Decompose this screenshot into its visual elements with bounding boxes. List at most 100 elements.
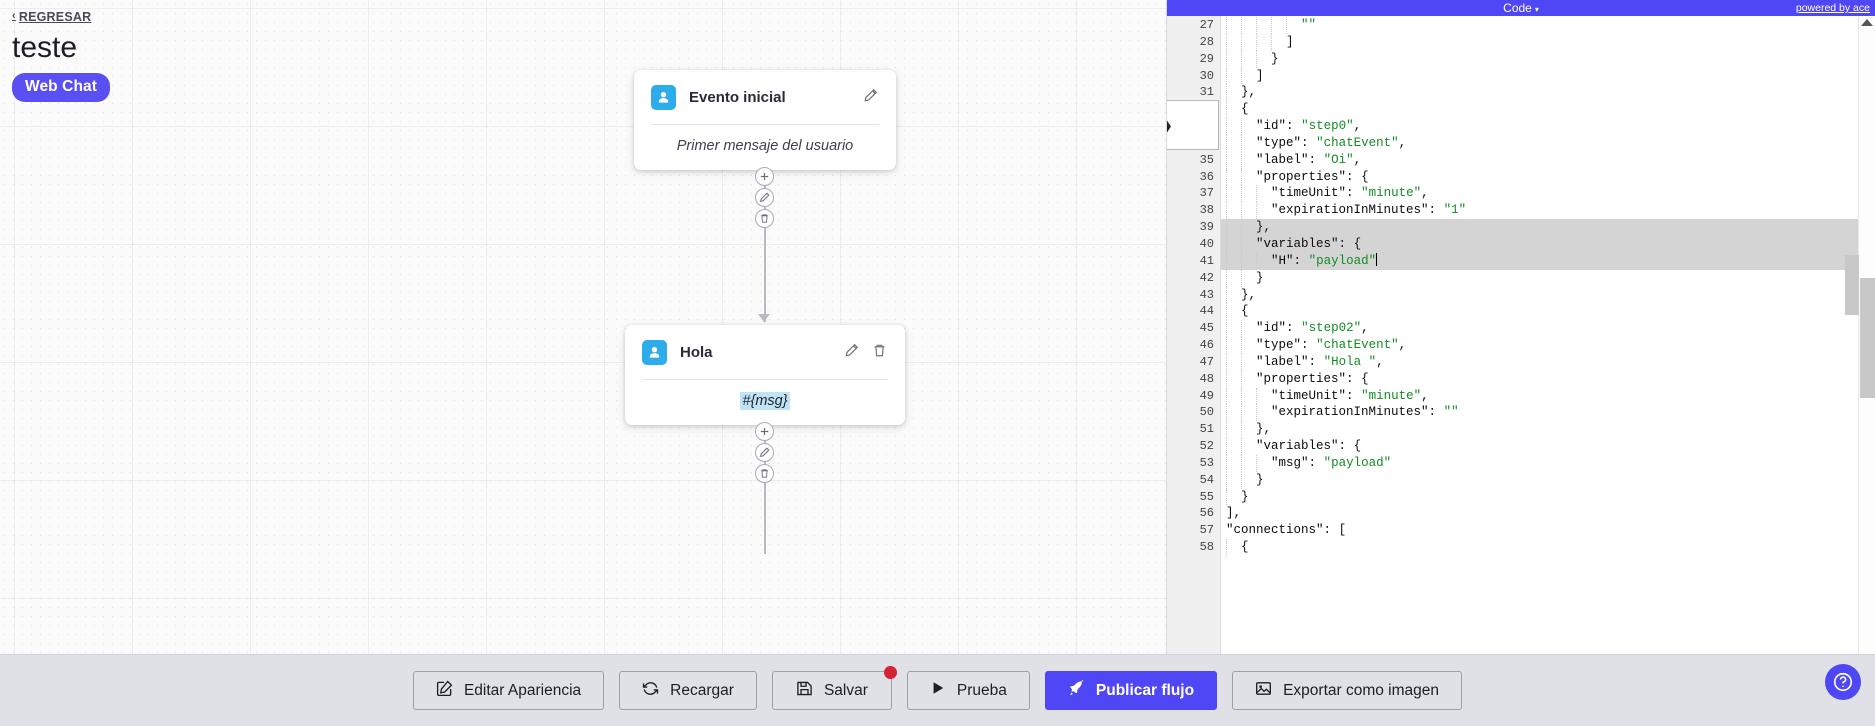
connector-tools-1 — [755, 167, 774, 228]
line-number: 27 — [1199, 18, 1214, 32]
code-line[interactable]: "label": "Oi", — [1221, 151, 1875, 169]
line-number: 44▾ — [1167, 303, 1228, 320]
code-fold-popup[interactable]: ❯ — [1167, 100, 1219, 150]
toolbar-button-editar-apariencia[interactable]: Editar Apariencia — [412, 671, 605, 710]
code-line[interactable]: "H": "payload" — [1221, 252, 1875, 270]
play-icon — [930, 680, 946, 701]
code-line[interactable]: "connections": [ — [1226, 523, 1347, 538]
question-circle-icon — [1833, 672, 1853, 692]
code-line[interactable]: } — [1221, 50, 1875, 68]
code-line[interactable]: { — [1221, 303, 1875, 321]
toolbar-button-salvar[interactable]: Salvar — [771, 666, 897, 710]
code-line[interactable]: ] — [1221, 33, 1875, 51]
help-button[interactable] — [1825, 664, 1861, 700]
code-line[interactable]: } — [1221, 269, 1875, 287]
flow-node-evento-inicial[interactable]: Evento inicial Primer mensaje del usuari… — [634, 70, 896, 170]
code-line[interactable]: "properties": { — [1221, 168, 1875, 186]
line-number: 57▾ — [1167, 522, 1228, 539]
code-line[interactable]: } — [1221, 488, 1875, 506]
scroll-up-arrow-icon[interactable] — [1861, 19, 1873, 26]
code-line[interactable]: "type": "chatEvent", — [1221, 337, 1875, 354]
connector-arrow-1 — [758, 314, 770, 322]
line-number: 48▾ — [1167, 371, 1228, 388]
pencil-icon[interactable] — [755, 443, 774, 462]
code-line[interactable]: "id": "step0", — [1221, 118, 1875, 135]
flow-node-hola[interactable]: Hola #{msg} — [625, 325, 905, 425]
chevron-right-icon: ❯ — [1167, 112, 1174, 138]
line-number: 43 — [1199, 287, 1214, 302]
code-content[interactable]: "" ] } ] }, { "id": "step0", "type": "ch… — [1221, 16, 1875, 654]
line-number: 29 — [1199, 51, 1214, 66]
toolbar-button-publicar-flujo[interactable]: Publicar flujo — [1044, 671, 1218, 710]
node-header-actions — [844, 343, 887, 363]
node-header: Hola — [625, 325, 905, 379]
add-step-icon[interactable] — [755, 167, 774, 186]
code-line[interactable]: "msg": "payload" — [1221, 454, 1875, 472]
scrollbar-track-marker — [1845, 255, 1859, 315]
code-editor-panel: Code▾ powered by ace 272829303132▾333435… — [1166, 0, 1875, 654]
user-icon — [651, 85, 676, 110]
line-number: 37 — [1199, 186, 1214, 201]
line-number: 49 — [1199, 388, 1214, 403]
scrollbar-thumb[interactable] — [1860, 278, 1875, 398]
node-divider — [651, 124, 879, 125]
toolbar-button-prueba[interactable]: Prueba — [906, 671, 1030, 710]
back-link[interactable]: ‹ REGRESAR — [12, 10, 91, 24]
code-line[interactable]: }, — [1221, 286, 1875, 304]
code-scrollbar[interactable] — [1845, 16, 1875, 654]
node-header: Evento inicial — [634, 70, 896, 124]
back-link-label: REGRESAR — [18, 9, 92, 24]
code-line[interactable]: "type": "chatEvent", — [1221, 134, 1875, 152]
connector-line-2 — [764, 418, 766, 554]
code-line[interactable]: "id": "step02", — [1221, 320, 1875, 338]
toolbar-button-exportar-como-imagen[interactable]: Exportar como imagen — [1232, 671, 1463, 710]
code-line[interactable]: "expirationInMinutes": "1" — [1221, 202, 1875, 220]
pencil-icon[interactable] — [863, 88, 878, 108]
trash-icon[interactable] — [755, 464, 774, 483]
code-line[interactable]: "variables": { — [1221, 438, 1875, 455]
trash-icon[interactable] — [755, 209, 774, 228]
code-line[interactable]: }, — [1221, 421, 1875, 439]
code-line[interactable]: } — [1221, 471, 1875, 489]
code-editor-mode-label: Code — [1503, 1, 1532, 15]
line-number: 30 — [1199, 68, 1214, 83]
code-editor-mode-selector[interactable]: Code▾ — [1503, 0, 1539, 18]
code-line[interactable]: "expirationInMinutes": "" — [1221, 404, 1875, 422]
line-number: 28 — [1199, 34, 1214, 49]
powered-by-link[interactable]: powered by ace — [1795, 2, 1870, 14]
line-number: 53 — [1199, 455, 1214, 470]
unsaved-changes-badge — [883, 666, 897, 679]
toolbar-button-label: Publicar flujo — [1095, 681, 1195, 699]
code-editor[interactable]: 272829303132▾33343536▾37383940▾41424344▾… — [1167, 16, 1875, 654]
code-line[interactable]: }, — [1221, 84, 1875, 102]
image-icon — [1255, 680, 1272, 702]
line-number: 50 — [1199, 405, 1214, 420]
save-icon — [796, 680, 813, 702]
code-line[interactable]: }, — [1221, 219, 1875, 236]
toolbar-button-label: Editar Apariencia — [463, 681, 582, 699]
code-line[interactable]: "timeUnit": "minute", — [1221, 185, 1875, 203]
code-line[interactable]: "label": "Hola ", — [1221, 353, 1875, 371]
toolbar-button-recargar[interactable]: Recargar — [619, 671, 757, 710]
code-line[interactable]: "variables": { — [1221, 235, 1875, 253]
pencil-icon[interactable] — [755, 188, 774, 207]
toolbar-button-label: Salvar — [823, 681, 868, 699]
flow-canvas[interactable]: ‹ REGRESAR teste Web Chat Evento inicial — [0, 0, 1166, 654]
code-line[interactable]: "" — [1221, 17, 1875, 34]
line-number: 51 — [1199, 422, 1214, 437]
line-number: 54 — [1199, 472, 1214, 487]
toolbar-button-label: Prueba — [956, 681, 1007, 699]
add-step-icon[interactable] — [755, 422, 774, 441]
code-line[interactable]: "properties": { — [1221, 370, 1875, 388]
code-line[interactable]: { — [1221, 101, 1875, 119]
code-line[interactable]: ] — [1221, 67, 1875, 85]
code-line[interactable]: { — [1221, 539, 1875, 556]
node-title: Evento inicial — [689, 89, 786, 106]
node-body: #{msg} — [625, 380, 905, 425]
trash-icon[interactable] — [872, 343, 887, 363]
code-line[interactable]: ], — [1226, 506, 1242, 521]
pencil-icon[interactable] — [844, 343, 859, 363]
rocket-icon — [1068, 679, 1085, 702]
code-line[interactable]: "timeUnit": "minute", — [1221, 387, 1875, 405]
channel-badge: Web Chat — [12, 73, 110, 102]
